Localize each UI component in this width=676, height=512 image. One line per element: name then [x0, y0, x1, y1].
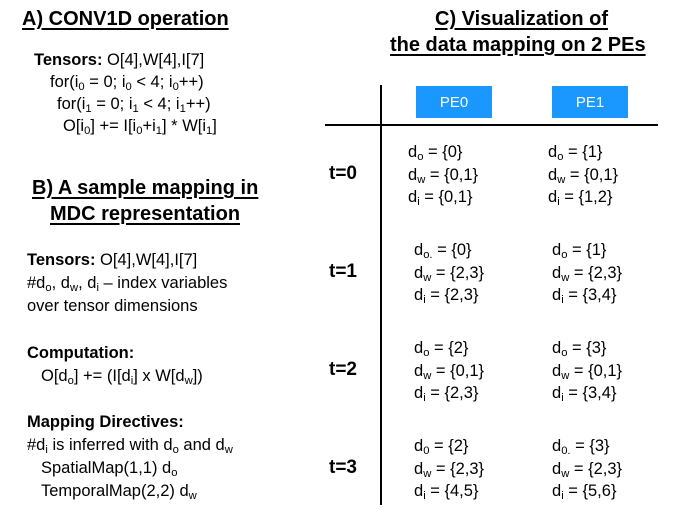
conv1d-loop-i0: for(i0 = 0; i0 < 4; i0++) — [50, 73, 204, 93]
cell-t0-pe1: do = {1} dw = {0,1} di = {1,2} — [548, 143, 619, 208]
index-variables-line2: over tensor dimensions — [27, 297, 198, 315]
time-label-t3: t=3 — [329, 457, 357, 478]
pe1-box: PE1 — [552, 86, 628, 118]
computation-expression: O[do] += (I[di] x W[dw]) — [41, 367, 203, 387]
table-horizontal-divider — [325, 124, 658, 126]
time-label-t1: t=1 — [329, 261, 357, 282]
directive-temporal-map: TemporalMap(2,2) dw — [41, 482, 197, 502]
section-c-title-line2: the data mapping on 2 PEs — [390, 34, 646, 56]
cell-t0-pe0: do = {0} dw = {0,1} di = {0,1} — [408, 143, 479, 208]
time-label-t0: t=0 — [329, 163, 357, 184]
cell-t1-pe0: do. = {0} dw = {2,3} di = {2,3} — [414, 241, 485, 306]
conv1d-loop-i1: for(i1 = 0; i1 < 4; i1++) — [57, 95, 211, 115]
section-b-title-line2: MDC representation — [50, 203, 241, 225]
index-variables-line: #do, dw, di – index variables — [27, 274, 228, 294]
tensors-value: O[4],W[4],I[7] — [95, 251, 198, 269]
section-c-title-line1: C) Visualization of — [435, 8, 608, 30]
time-label-t2: t=2 — [329, 359, 357, 380]
cell-t3-pe1: d0. = {3} dw = {2,3} di = {5,6} — [552, 437, 623, 502]
section-b-title-line1: B) A sample mapping in — [32, 177, 259, 199]
conv1d-tensors-line: Tensors: O[4],W[4],I[7] — [34, 50, 204, 70]
directive-spatial-map: SpatialMap(1,1) do — [41, 459, 178, 479]
tensors-label: Tensors: — [27, 251, 96, 269]
cell-t2-pe1: do = {3} dw = {0,1} di = {3,4} — [552, 339, 623, 404]
tensors-value: O[4],W[4],I[7] — [102, 51, 205, 69]
table-vertical-divider — [380, 85, 382, 505]
mapping-directives-label: Mapping Directives: — [27, 413, 184, 431]
computation-label: Computation: — [27, 344, 135, 362]
conv1d-statement: O[i0] += I[i0+i1] * W[i1] — [63, 117, 217, 137]
cell-t2-pe0: do = {2} dw = {0,1} di = {2,3} — [414, 339, 485, 404]
tensors-label: Tensors: — [34, 51, 103, 69]
cell-t3-pe0: d0 = {2} dw = {2,3} di = {4,5} — [414, 437, 485, 502]
mdc-tensors-line: Tensors: O[4],W[4],I[7] — [27, 250, 197, 270]
section-a-title: A) CONV1D operation — [22, 8, 229, 30]
directive-inferred: #di is inferred with do and dw — [27, 436, 233, 456]
pe0-box: PE0 — [416, 86, 492, 118]
cell-t1-pe1: do = {1} dw = {2,3} di = {3,4} — [552, 241, 623, 306]
